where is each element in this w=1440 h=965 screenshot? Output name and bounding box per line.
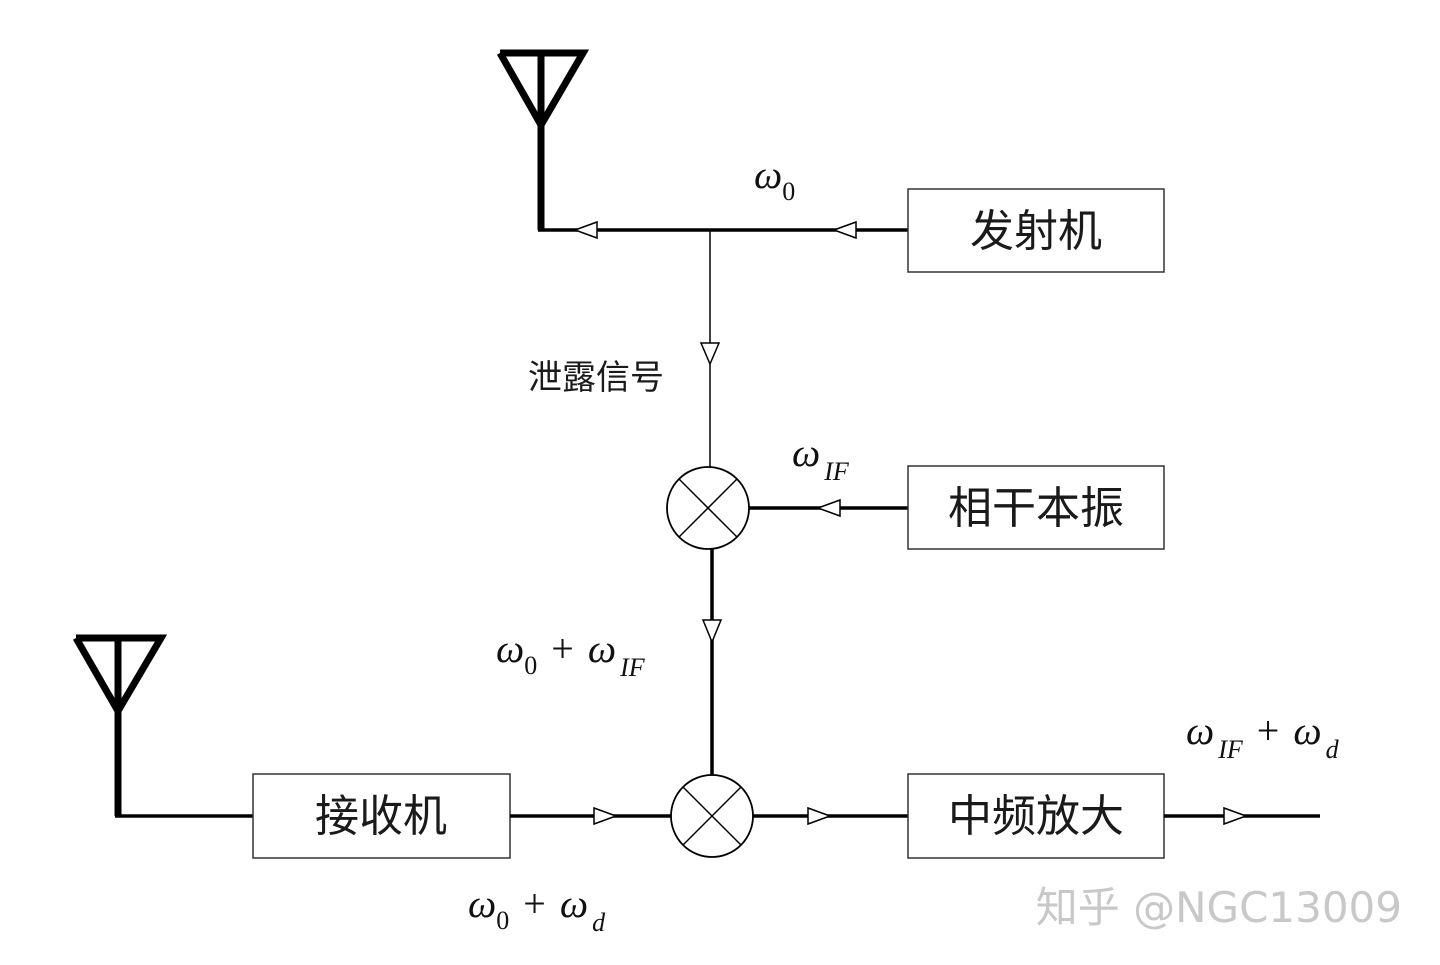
arrow-left-icon: [572, 220, 598, 240]
omega-if-sub: IF: [823, 457, 850, 486]
transmitter-label: 发射机: [970, 206, 1102, 257]
omega-0-symbol: ω: [754, 152, 782, 197]
omega-if-symbol: ω: [792, 430, 820, 475]
receive-antenna-icon: [72, 634, 168, 816]
coherent-lo-label: 相干本振: [948, 483, 1124, 534]
arrow-left-icon: [831, 220, 857, 240]
leak-signal-label: 泄露信号: [528, 358, 664, 398]
receiver-block: [252, 773, 511, 859]
watermark: 知乎 @NGC13009: [1036, 883, 1402, 932]
omega-0-label: ω0: [754, 152, 795, 206]
lower-mixer-icon: [670, 774, 754, 858]
receiver-label: 接收机: [315, 791, 447, 842]
arrow-left-icon: [815, 498, 841, 518]
arrow-down-icon: [699, 342, 721, 366]
if-amp-block: [907, 773, 1165, 859]
arrow-right-icon: [593, 806, 619, 826]
if-amp-label: 中频放大: [948, 791, 1124, 842]
coherent-lo-block: [907, 465, 1165, 550]
upper-mixer-icon: [666, 466, 750, 550]
transmit-antenna-icon: [496, 49, 590, 230]
transmitter-block: [907, 188, 1165, 273]
arrow-right-icon: [1223, 806, 1249, 826]
omega-0-sub: 0: [782, 177, 795, 206]
arrow-right-icon: [807, 806, 833, 826]
arrow-down-icon: [701, 619, 723, 644]
